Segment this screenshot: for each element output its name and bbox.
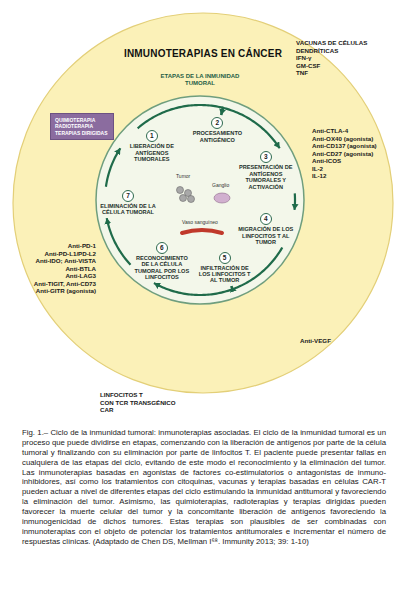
step-number: 2 [211, 117, 223, 129]
therapy-label: Anti-LAG3 [65, 273, 96, 280]
therapy-label: DENDRÍTICAS [296, 48, 338, 55]
therapy-label: VACUNAS DE CÉLULAS [296, 40, 367, 47]
step-number: 1 [146, 130, 158, 142]
step-number: 3 [260, 151, 272, 163]
therapy-label: Anti-IDO; Anti-VISTA [36, 258, 97, 265]
cycle-arrow [106, 148, 120, 187]
step-label: PRESENTACIÓN DE ANTÍGENOS TUMORALES Y AC… [237, 164, 295, 190]
therapy-box: QUIMIOTERAPIA RADIOTERAPIA TERAPIAS DIRI… [50, 113, 114, 140]
therapy-label: Anti-CD27 (agonista) [312, 151, 373, 158]
cycle-arrow [293, 193, 296, 210]
stage-node: 3PRESENTACIÓN DE ANTÍGENOS TUMORALES Y A… [236, 150, 296, 191]
stage-node: 7ELIMINACIÓN DE LA CÉLULA TUMORAL [98, 189, 158, 217]
therapy-label: IL-2 [312, 166, 323, 173]
therapy-label: TNF [296, 70, 308, 77]
therapy-label: IFN-γ [296, 55, 311, 62]
cycle-arrow [154, 283, 233, 295]
therapy-label: CON TCR TRANSGÉNICO [100, 400, 176, 407]
therapy-label: Anti-CTLA-4 [312, 128, 348, 135]
stage-node: 4MIGRACIÓN DE LOS LINFOCITOS T AL TUMOR [236, 212, 296, 246]
therapy-label: Anti-TIGIT, Anti-CD73 [34, 281, 96, 288]
stage-node: 5INFILTRACIÓN DE LOS LINFOCITOS T AL TUM… [195, 251, 255, 285]
stage-node: 1LIBERACIÓN DE ANTÍGENOS TUMORALES [122, 129, 182, 163]
cycle-heading: ETAPAS DE LA INMUNIDAD TUMORAL [150, 73, 250, 87]
step-label: RECONOCIMIENTO DE LA CÉLULA TUMORAL POR … [133, 255, 191, 281]
stage-node: 2PROCESAMIENTO ANTIGÉNICO [187, 116, 247, 144]
therapy-label: IL-12 [312, 173, 326, 180]
outer-circle [13, 13, 393, 393]
cycle-arrow [107, 218, 131, 265]
therapy-label: QUIMIOTERAPIA RADIOTERAPIA TERAPIAS DIRI… [55, 117, 109, 136]
therapy-label: GM-CSF [296, 63, 320, 70]
therapy-label: Anti-PD-1 [68, 243, 96, 250]
step-label: PROCESAMIENTO ANTIGÉNICO [188, 130, 246, 143]
therapy-label: Anti-PD-L1/PD-L2 [44, 251, 96, 258]
step-number: 7 [122, 190, 134, 202]
illustration-label: Ganglio [212, 183, 229, 189]
therapy-label: CAR [100, 407, 113, 414]
therapy-label: LINFOCITOS T [100, 392, 143, 399]
therapy-label: Anti-OX40 (agonista) [312, 136, 373, 143]
therapy-label: Anti-ICOS [312, 158, 341, 165]
illustration [177, 187, 231, 234]
therapy-label: Anti-GITR (agonista) [36, 288, 96, 295]
step-number: 4 [260, 213, 272, 225]
step-label: LIBERACIÓN DE ANTÍGENOS TUMORALES [123, 143, 181, 162]
cycle-arrow [138, 105, 223, 128]
illustration-label: Tumor [176, 174, 190, 180]
step-label: MIGRACIÓN DE LOS LINFOCITOS T AL TUMOR [237, 226, 295, 245]
step-number: 6 [156, 242, 168, 254]
therapy-circle: QUIMIOTERAPIA RADIOTERAPIA TERAPIAS DIRI… [12, 12, 394, 394]
therapy-label: Anti-VEGF [300, 338, 331, 345]
cycle-circle: 1LIBERACIÓN DE ANTÍGENOS TUMORALES2PROCE… [95, 95, 305, 305]
therapy-label: Anti-BTLA [65, 266, 96, 273]
illustration-label: Vaso sanguíneo [182, 220, 218, 226]
cycle-circle [96, 96, 304, 304]
therapy-label: Anti-CD137 (agonista) [312, 143, 377, 150]
step-label: ELIMINACIÓN DE LA CÉLULA TUMORAL [99, 203, 157, 216]
step-label: INFILTRACIÓN DE LOS LINFOCITOS T AL TUMO… [196, 265, 254, 284]
figure-caption: Fig. 1.– Ciclo de la inmunidad tumoral: … [22, 428, 386, 547]
stage-node: 6RECONOCIMIENTO DE LA CÉLULA TUMORAL POR… [132, 241, 192, 282]
step-number: 5 [219, 252, 231, 264]
